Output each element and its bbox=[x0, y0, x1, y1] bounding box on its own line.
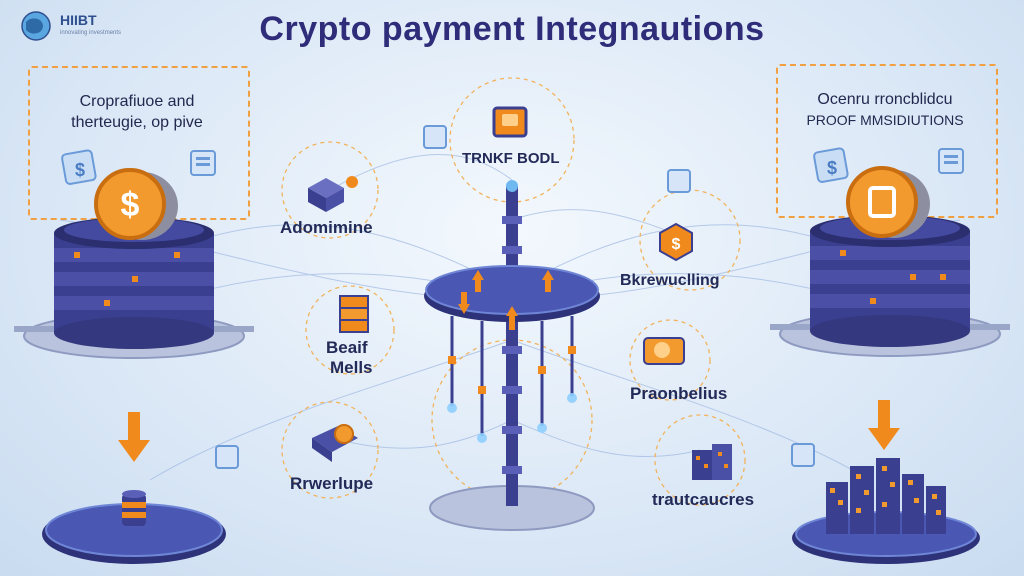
label-traitcaucres: trautcaucres bbox=[652, 490, 755, 509]
document-icon bbox=[190, 150, 216, 176]
building-block-icon bbox=[692, 444, 732, 480]
document-icon: $ bbox=[61, 149, 97, 185]
label-mells: Mells bbox=[330, 358, 373, 377]
token-pool-icon bbox=[42, 490, 226, 564]
arrow-down-icon bbox=[118, 412, 150, 462]
blockchain-tower-icon bbox=[424, 180, 600, 531]
left-box-line1: Croprafiuoe and bbox=[79, 93, 195, 110]
cube-key-icon bbox=[308, 176, 358, 212]
svg-text:$: $ bbox=[827, 158, 837, 178]
label-beaif: Beaif bbox=[326, 338, 368, 357]
right-box-line1: Ocenru rroncblidcu bbox=[817, 91, 953, 108]
logo-subtitle: innovating investments bbox=[60, 30, 122, 36]
label-adomimine: Adomimine bbox=[280, 218, 373, 237]
right-box-line2: proof mmsidiutions bbox=[806, 112, 964, 128]
document-icon: $ bbox=[813, 147, 849, 183]
blocks-icon bbox=[339, 295, 369, 333]
label-bkrewucling: Bkrewuclling bbox=[620, 272, 720, 289]
crypto-box-icon bbox=[492, 106, 528, 138]
document-icon bbox=[423, 125, 447, 149]
document-icon bbox=[215, 445, 239, 469]
left-box-line2: therteugie, op pive bbox=[71, 114, 203, 131]
logo-globe-icon bbox=[21, 11, 51, 41]
svg-text:$: $ bbox=[75, 160, 85, 180]
dollar-hex-icon: $ bbox=[659, 222, 693, 262]
label-trnkf-bodl: TRNKF BODL bbox=[462, 150, 560, 167]
logo-text: HIIBT bbox=[60, 12, 97, 28]
document-icon bbox=[667, 169, 691, 193]
label-rrwerlupe: Rrwerlupe bbox=[290, 474, 374, 493]
arrow-down-icon bbox=[868, 400, 900, 450]
left-server-stack-icon: $ bbox=[14, 168, 254, 359]
card-coin-icon bbox=[312, 424, 358, 462]
building-icon bbox=[792, 458, 980, 564]
label-pranbelius: Praonbelius bbox=[630, 384, 728, 403]
svg-text:$: $ bbox=[672, 236, 681, 253]
page-title: Crypto payment Integnautions bbox=[259, 10, 765, 48]
right-server-stack-icon bbox=[770, 166, 1010, 357]
coin-stack-icon bbox=[643, 337, 685, 365]
document-icon bbox=[791, 443, 815, 467]
document-icon bbox=[938, 148, 964, 174]
svg-text:$: $ bbox=[121, 186, 140, 224]
